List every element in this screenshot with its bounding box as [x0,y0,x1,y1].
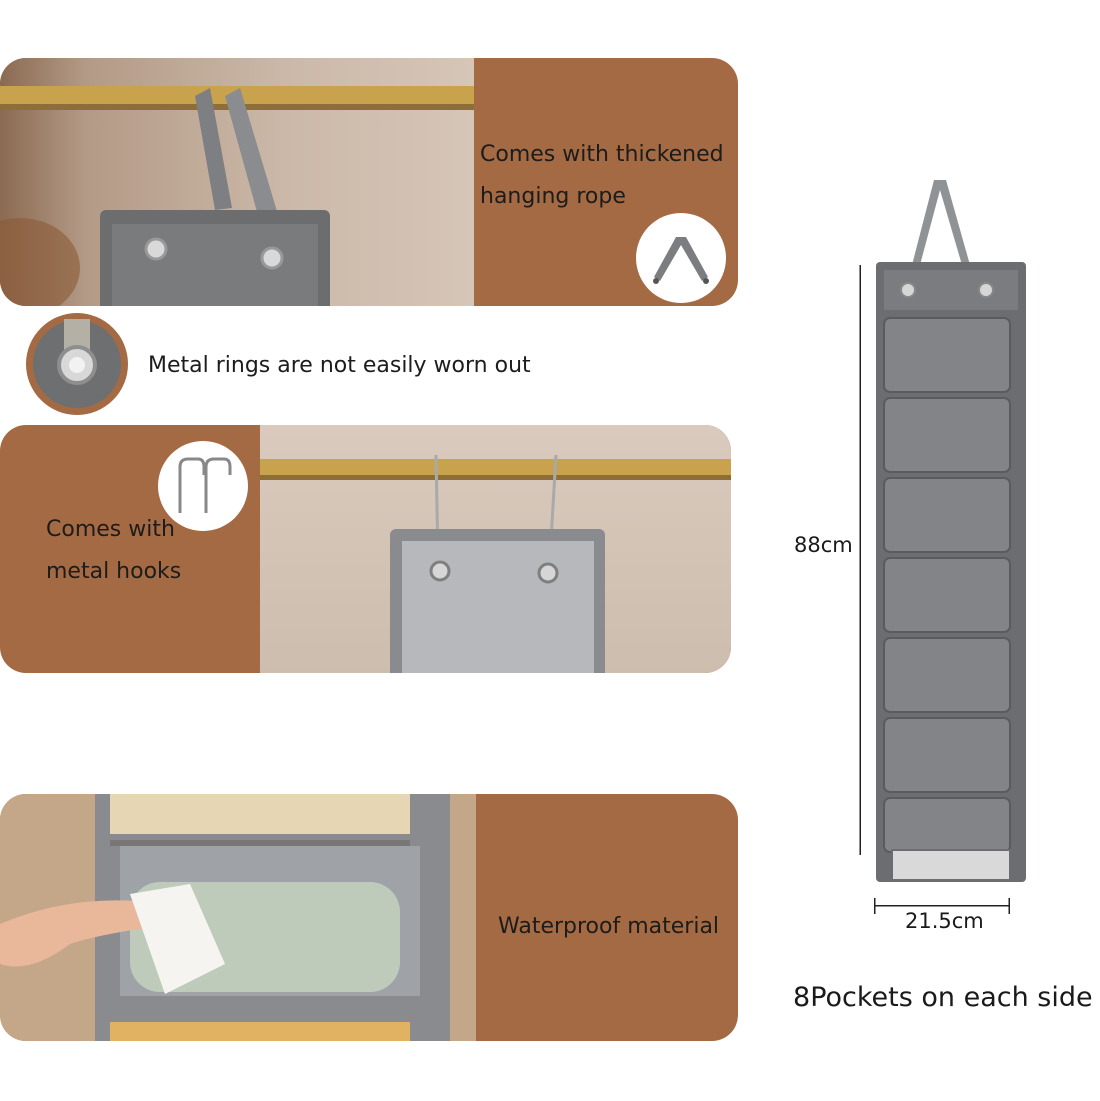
height-label: 88cm [794,533,853,557]
hooks-photo-illustration [260,454,731,673]
rope-text-line2: hanging rope [480,184,626,209]
organizer-product [874,170,1030,905]
metal-ring-thumbnail [26,313,128,415]
rope-photo-illustration [0,86,474,306]
pockets-caption: 8Pockets on each side [793,978,1093,1018]
organizer-illustration [876,180,1026,882]
waterproof-text: Waterproof material [498,914,720,939]
strap-thumbnail [636,213,726,303]
waterproof-photo-illustration [0,794,450,1041]
hooks-photo [260,425,731,673]
rope-feature-panel: Comes with thickened hanging rope [0,58,738,306]
waterproof-feature-panel: Waterproof material [0,794,738,1041]
hook-icon [178,457,232,513]
hooks-text-line1: Comes with [46,517,175,542]
rope-photo [0,58,474,306]
width-label: 21.5cm [905,909,984,933]
hooks-thumbnail [158,441,248,531]
width-dimension-line [874,898,1010,914]
strap-icon [653,237,709,284]
pockets-label: Pockets on each side [810,982,1093,1013]
rope-text-line1: Comes with thickened [480,142,724,167]
metal-rings-text: Metal rings are not easily worn out [148,353,531,378]
hooks-feature-panel: Comes with metal hooks [0,425,731,673]
hooks-text-line2: metal hooks [46,559,182,584]
pockets-count: 8 [793,982,811,1013]
height-dimension-line [859,265,862,855]
metal-ring-icon [33,319,121,408]
waterproof-photo [0,794,476,1041]
